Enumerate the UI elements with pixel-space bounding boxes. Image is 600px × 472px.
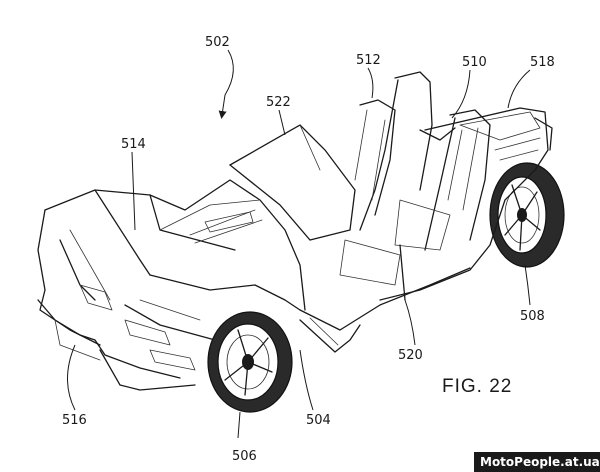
ref-514: 514 [121, 137, 146, 152]
leader-lines [67, 49, 531, 439]
ref-512: 512 [356, 53, 381, 68]
ref-508: 508 [520, 309, 545, 324]
vehicle-body [37, 71, 553, 391]
figure-label: FIG. 22 [442, 376, 512, 397]
ref-522: 522 [266, 95, 291, 110]
ref-510: 510 [462, 55, 487, 70]
front-wheel [207, 311, 293, 413]
ref-516: 516 [62, 413, 87, 428]
rear-wheel [489, 162, 565, 268]
ref-520: 520 [398, 348, 423, 363]
watermark-bg [474, 452, 600, 472]
watermark-text: MotoPeople.at.ua [480, 455, 600, 469]
ref-504: 504 [306, 413, 331, 428]
ref-518: 518 [530, 55, 555, 70]
ref-506: 506 [232, 449, 257, 464]
ref-502: 502 [205, 35, 230, 50]
